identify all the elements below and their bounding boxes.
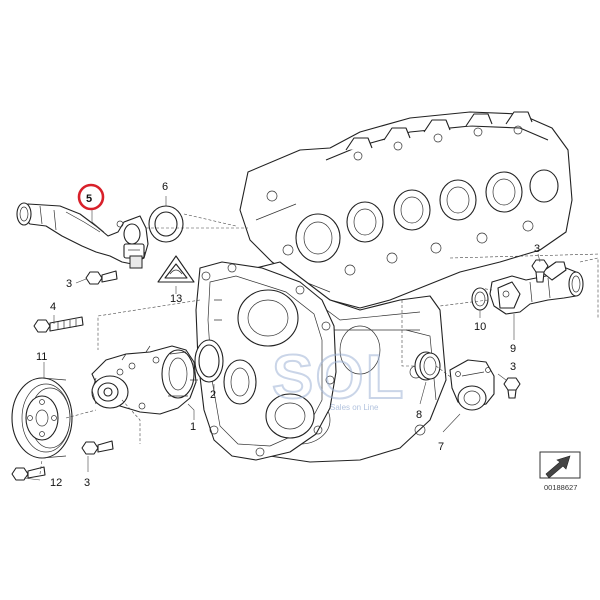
seal-ring-8: [414, 351, 441, 381]
callout-13: 13: [170, 293, 182, 305]
leader-lines: [23, 196, 600, 481]
bolt-12: [11, 466, 46, 481]
bolt-3-upper: [85, 270, 118, 285]
timing-case-cover: [195, 261, 337, 461]
pulley: [11, 377, 73, 459]
bolt-4: [33, 316, 84, 333]
callout-3: 3: [66, 278, 72, 290]
highlight-circle: [77, 183, 105, 211]
seal-ring-6: [148, 205, 184, 243]
callout-5: 5: [86, 193, 92, 205]
bolt-3-right-lower: [503, 377, 521, 399]
callout-6: 6: [162, 181, 168, 193]
reference-number: 00188627: [544, 483, 577, 492]
corner-view-icon: [539, 451, 581, 479]
callout-3: 3: [84, 477, 90, 489]
callout-4: 4: [50, 301, 56, 313]
watermark: SOL Sales on Line: [271, 342, 405, 413]
cylinder-head: [239, 111, 573, 309]
watermark-logo: SOL: [272, 343, 405, 412]
callout-10: 10: [474, 321, 486, 333]
callout-3: 3: [510, 361, 516, 373]
callout-12: 12: [50, 477, 62, 489]
callout-2: 2: [210, 389, 216, 401]
water-pump: [91, 345, 198, 415]
gasket-ring-2: [194, 339, 224, 383]
callout-8: 8: [416, 409, 422, 421]
watermark-tagline: Sales on Line: [330, 403, 379, 412]
thermostat-housing: [449, 359, 495, 411]
coolant-pipe: [16, 202, 149, 265]
bolt-3-right-upper: [531, 259, 549, 283]
callout-labels: 5 6 13 3 4 11 2 1 12 3 8 7 10 9 3 3: [36, 181, 540, 489]
bolt-3-lower: [81, 440, 114, 455]
callout-3: 3: [534, 243, 540, 255]
coolant-flange-pipe: [489, 261, 584, 315]
callout-7: 7: [438, 441, 444, 453]
callout-11: 11: [36, 351, 47, 363]
temperature-sensor: [123, 243, 145, 269]
callout-9: 9: [510, 343, 516, 355]
callout-1: 1: [190, 421, 196, 433]
warning-label: [157, 255, 195, 283]
o-ring-10: [471, 287, 489, 311]
